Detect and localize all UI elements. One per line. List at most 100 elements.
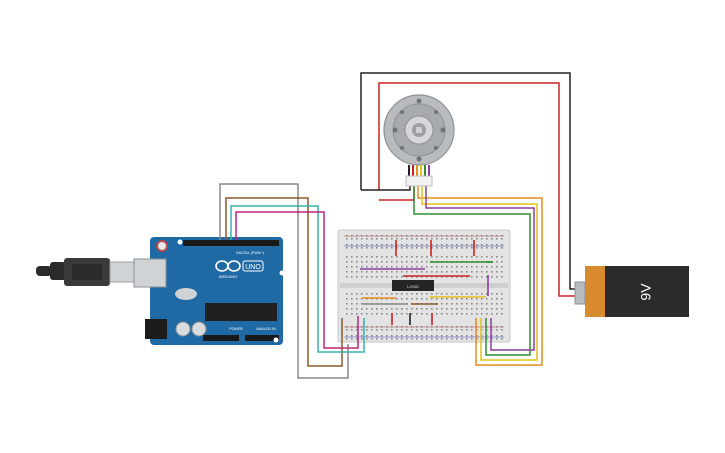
- breadboard-hole[interactable]: [441, 313, 443, 315]
- breadboard-hole[interactable]: [381, 266, 383, 268]
- breadboard-hole[interactable]: [491, 244, 493, 246]
- breadboard-hole[interactable]: [411, 247, 413, 249]
- breadboard-hole[interactable]: [501, 303, 503, 305]
- breadboard-hole[interactable]: [436, 313, 438, 315]
- breadboard-hole[interactable]: [426, 326, 428, 328]
- breadboard-hole[interactable]: [431, 298, 433, 300]
- breadboard-hole[interactable]: [441, 308, 443, 310]
- breadboard-hole[interactable]: [451, 338, 453, 340]
- breadboard-hole[interactable]: [386, 261, 388, 263]
- breadboard-hole[interactable]: [471, 308, 473, 310]
- breadboard-hole[interactable]: [481, 256, 483, 258]
- breadboard-hole[interactable]: [426, 256, 428, 258]
- breadboard-hole[interactable]: [406, 238, 408, 240]
- breadboard-hole[interactable]: [501, 293, 503, 295]
- breadboard-hole[interactable]: [471, 326, 473, 328]
- breadboard-hole[interactable]: [496, 303, 498, 305]
- breadboard-hole[interactable]: [401, 298, 403, 300]
- breadboard-hole[interactable]: [391, 335, 393, 337]
- breadboard-hole[interactable]: [471, 244, 473, 246]
- breadboard-hole[interactable]: [481, 293, 483, 295]
- breadboard-hole[interactable]: [481, 235, 483, 237]
- breadboard-hole[interactable]: [441, 293, 443, 295]
- driver-chip[interactable]: L293D: [392, 280, 434, 291]
- breadboard-hole[interactable]: [501, 271, 503, 273]
- breadboard-hole[interactable]: [401, 238, 403, 240]
- breadboard-hole[interactable]: [391, 329, 393, 331]
- breadboard-hole[interactable]: [466, 293, 468, 295]
- breadboard-hole[interactable]: [351, 308, 353, 310]
- breadboard-hole[interactable]: [501, 256, 503, 258]
- breadboard-hole[interactable]: [416, 235, 418, 237]
- breadboard-hole[interactable]: [486, 335, 488, 337]
- breadboard-hole[interactable]: [366, 261, 368, 263]
- breadboard-hole[interactable]: [461, 238, 463, 240]
- breadboard-hole[interactable]: [416, 298, 418, 300]
- breadboard-hole[interactable]: [381, 235, 383, 237]
- breadboard-hole[interactable]: [471, 235, 473, 237]
- breadboard-hole[interactable]: [361, 244, 363, 246]
- breadboard-hole[interactable]: [486, 271, 488, 273]
- breadboard-hole[interactable]: [401, 271, 403, 273]
- breadboard-hole[interactable]: [366, 326, 368, 328]
- breadboard-hole[interactable]: [421, 247, 423, 249]
- breadboard-hole[interactable]: [496, 266, 498, 268]
- breadboard-hole[interactable]: [431, 238, 433, 240]
- breadboard-hole[interactable]: [351, 247, 353, 249]
- breadboard-hole[interactable]: [471, 329, 473, 331]
- breadboard-hole[interactable]: [491, 298, 493, 300]
- breadboard-hole[interactable]: [361, 293, 363, 295]
- breadboard-hole[interactable]: [456, 326, 458, 328]
- breadboard-hole[interactable]: [371, 338, 373, 340]
- breadboard-hole[interactable]: [461, 293, 463, 295]
- breadboard-hole[interactable]: [486, 238, 488, 240]
- breadboard-hole[interactable]: [491, 276, 493, 278]
- breadboard-hole[interactable]: [416, 261, 418, 263]
- breadboard-hole[interactable]: [496, 244, 498, 246]
- breadboard-hole[interactable]: [406, 293, 408, 295]
- breadboard-hole[interactable]: [476, 266, 478, 268]
- battery-9v[interactable]: 9V: [574, 266, 689, 317]
- breadboard-hole[interactable]: [501, 266, 503, 268]
- breadboard-hole[interactable]: [436, 238, 438, 240]
- breadboard-hole[interactable]: [421, 256, 423, 258]
- breadboard-hole[interactable]: [441, 247, 443, 249]
- breadboard-hole[interactable]: [501, 244, 503, 246]
- breadboard-hole[interactable]: [496, 298, 498, 300]
- breadboard-hole[interactable]: [431, 293, 433, 295]
- breadboard-hole[interactable]: [496, 338, 498, 340]
- breadboard-hole[interactable]: [496, 276, 498, 278]
- breadboard-hole[interactable]: [386, 238, 388, 240]
- breadboard-hole[interactable]: [436, 308, 438, 310]
- arduino-uno-board[interactable]: UNO ARDUINO DIGITAL (PWM~) POWER ANALOG …: [133, 237, 285, 345]
- breadboard-hole[interactable]: [456, 235, 458, 237]
- breadboard-hole[interactable]: [376, 271, 378, 273]
- breadboard-hole[interactable]: [376, 308, 378, 310]
- breadboard-hole[interactable]: [406, 308, 408, 310]
- breadboard-hole[interactable]: [416, 308, 418, 310]
- breadboard-hole[interactable]: [461, 298, 463, 300]
- breadboard-hole[interactable]: [421, 329, 423, 331]
- breadboard-hole[interactable]: [391, 271, 393, 273]
- breadboard-hole[interactable]: [386, 247, 388, 249]
- breadboard-hole[interactable]: [426, 244, 428, 246]
- breadboard-hole[interactable]: [406, 235, 408, 237]
- breadboard-hole[interactable]: [346, 298, 348, 300]
- breadboard-hole[interactable]: [381, 338, 383, 340]
- breadboard-hole[interactable]: [446, 308, 448, 310]
- breadboard-hole[interactable]: [406, 329, 408, 331]
- breadboard-hole[interactable]: [501, 326, 503, 328]
- breadboard-hole[interactable]: [346, 235, 348, 237]
- breadboard-hole[interactable]: [426, 293, 428, 295]
- breadboard-hole[interactable]: [451, 256, 453, 258]
- breadboard-hole[interactable]: [491, 303, 493, 305]
- breadboard-hole[interactable]: [346, 256, 348, 258]
- breadboard-hole[interactable]: [346, 244, 348, 246]
- breadboard-hole[interactable]: [401, 276, 403, 278]
- breadboard-hole[interactable]: [416, 271, 418, 273]
- breadboard-hole[interactable]: [461, 329, 463, 331]
- breadboard-hole[interactable]: [371, 313, 373, 315]
- breadboard-hole[interactable]: [396, 308, 398, 310]
- breadboard-hole[interactable]: [431, 266, 433, 268]
- breadboard-hole[interactable]: [346, 313, 348, 315]
